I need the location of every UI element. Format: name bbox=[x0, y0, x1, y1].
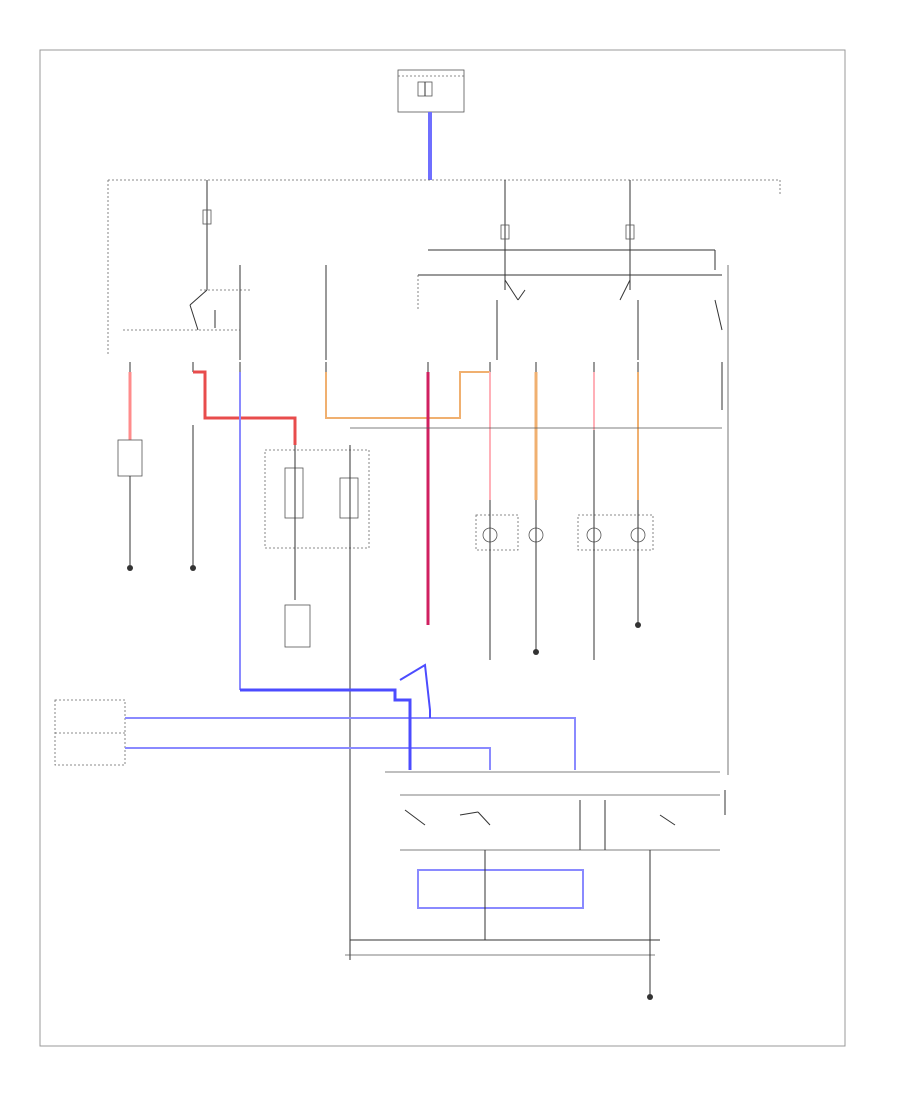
fuse-middle bbox=[500, 180, 510, 290]
ground-icon bbox=[190, 565, 196, 571]
component-left-1 bbox=[117, 439, 143, 571]
wire-blue-b bbox=[125, 747, 491, 770]
fuse-right bbox=[625, 180, 635, 290]
wire-blue-d bbox=[399, 663, 431, 718]
lamp-group-1 bbox=[475, 500, 519, 660]
fuse-left bbox=[202, 180, 212, 290]
ground-icon bbox=[127, 565, 133, 571]
ground-icon bbox=[533, 649, 539, 655]
switch-row bbox=[404, 790, 726, 850]
ground-icon bbox=[647, 994, 653, 1000]
relay-switch-middle bbox=[417, 275, 526, 360]
wire-blue-bottom bbox=[417, 869, 584, 909]
wire-blue-c bbox=[240, 688, 412, 770]
relay-switch-right bbox=[619, 279, 723, 360]
control-module bbox=[264, 445, 370, 960]
lamp-group-3 bbox=[577, 430, 654, 660]
wire-orange-top bbox=[325, 371, 490, 419]
ground-icon bbox=[635, 622, 641, 628]
wire-red-2 bbox=[193, 370, 297, 445]
connector-row bbox=[129, 362, 723, 372]
wire-blue-a bbox=[125, 717, 576, 770]
relay-switch-left bbox=[189, 289, 250, 331]
diagram-frame bbox=[39, 49, 846, 1047]
component-left-2 bbox=[190, 425, 196, 571]
lamp-group-2 bbox=[528, 500, 544, 655]
power-distribution-box bbox=[397, 69, 465, 113]
headlight-switch-box bbox=[54, 699, 126, 766]
